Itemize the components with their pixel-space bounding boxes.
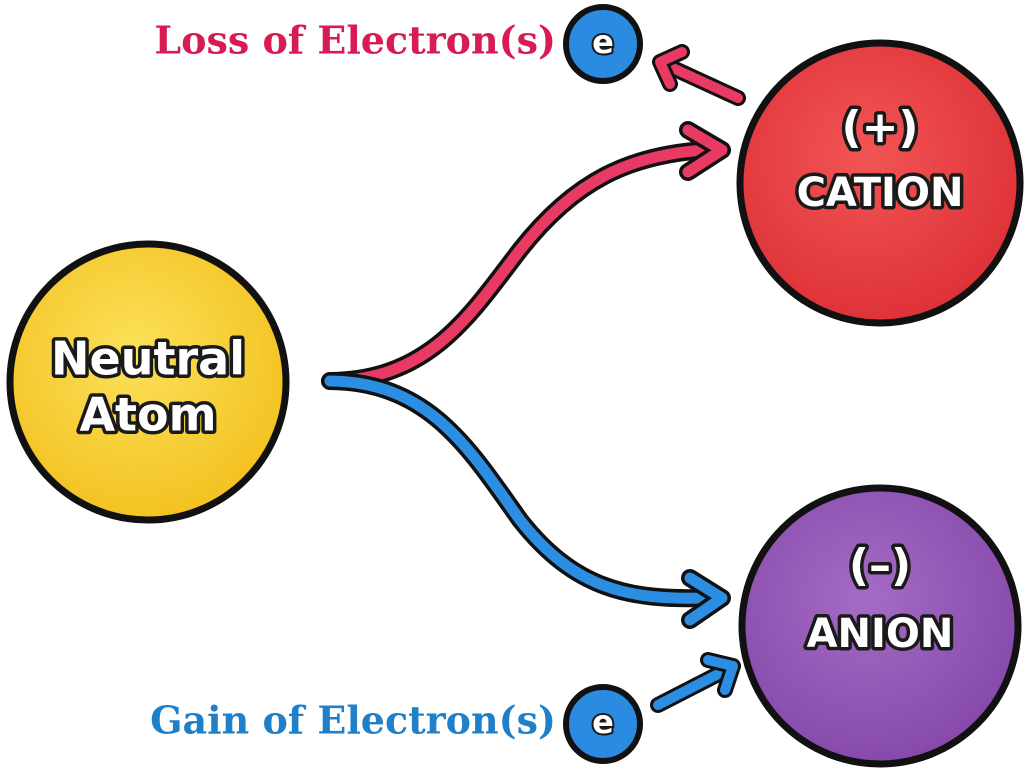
cation-circle bbox=[736, 39, 1024, 327]
electron-gained-symbol: e bbox=[592, 703, 614, 741]
neutral-atom-circle bbox=[6, 240, 290, 524]
caption-loss: Loss of Electron(s) e bbox=[154, 4, 643, 84]
anion-charge: (–) bbox=[849, 540, 911, 591]
node-anion: (–) ANION bbox=[738, 484, 1022, 768]
arrow-to-cation-head bbox=[682, 124, 728, 178]
arrow-electron-gain bbox=[650, 652, 741, 713]
gain-caption-text: Gain of Electron(s) bbox=[150, 698, 556, 743]
loss-caption-text: Loss of Electron(s) bbox=[154, 18, 556, 63]
electron-gained-icon bbox=[563, 684, 643, 764]
neutral-atom-label-line2: Atom bbox=[79, 388, 216, 442]
caption-gain: Gain of Electron(s) e bbox=[150, 684, 643, 764]
arrow-to-cation-shaft bbox=[324, 144, 711, 387]
cation-label: CATION bbox=[797, 170, 964, 216]
node-neutral-atom: Neutral Atom bbox=[6, 240, 290, 524]
arrow-electron-loss bbox=[652, 44, 746, 106]
arrow-to-anion-head bbox=[684, 572, 728, 626]
electron-lost-symbol: e bbox=[592, 23, 614, 61]
anion-label: ANION bbox=[807, 611, 954, 657]
cation-charge: (+) bbox=[841, 102, 918, 153]
arrow-to-anion bbox=[321, 372, 731, 629]
node-cation: (+) CATION bbox=[736, 39, 1024, 327]
arrow-to-anion-shaft bbox=[324, 375, 711, 604]
arrow-to-cation bbox=[321, 121, 731, 390]
neutral-atom-label-line1: Neutral bbox=[51, 332, 245, 386]
electron-lost-icon bbox=[563, 4, 643, 84]
anion-circle bbox=[738, 484, 1022, 768]
